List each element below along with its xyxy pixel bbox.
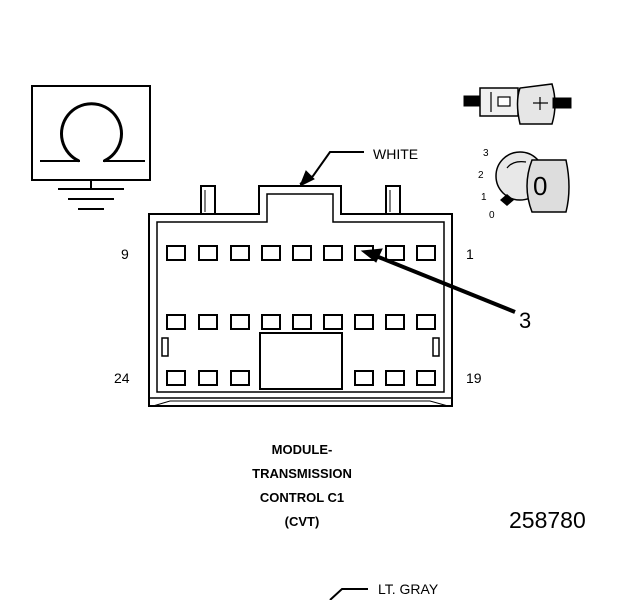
cavity [230, 370, 250, 386]
rotation-scale-0: 0 [489, 210, 495, 221]
cavity [198, 314, 218, 330]
cavity [230, 245, 250, 261]
cavity [198, 245, 218, 261]
caption-line-4: (CVT) [284, 514, 320, 529]
callout-leader [360, 248, 516, 314]
caption-line-2: TRANSMISSION [252, 466, 352, 481]
cavity [416, 370, 436, 386]
rotation-value: 0 [533, 171, 548, 201]
cavity [385, 370, 405, 386]
pin-label-1: 1 [466, 246, 474, 262]
cavity [323, 314, 343, 330]
pin-label-9: 9 [121, 246, 129, 262]
rotation-scale-3: 3 [483, 148, 489, 159]
cavity [261, 314, 281, 330]
cavity [230, 314, 250, 330]
cavity [292, 245, 312, 261]
cavity [292, 314, 312, 330]
cavity [354, 314, 374, 330]
connector-cavities [166, 245, 436, 386]
cavity [166, 245, 186, 261]
cavity [385, 245, 405, 261]
caption-line-3: CONTROL C1 [259, 490, 345, 505]
lt-gray-label: LT. GRAY [378, 581, 439, 597]
cavity [166, 370, 186, 386]
connector-side-view-icon [463, 83, 572, 125]
pin-label-24: 24 [114, 370, 130, 386]
cavity [198, 370, 218, 386]
cavity [166, 314, 186, 330]
figure-number: 258780 [509, 507, 586, 533]
cavity [416, 314, 436, 330]
connector-rotation-icon [495, 151, 570, 213]
rotation-scale-1: 1 [481, 192, 487, 203]
callout-number: 3 [519, 308, 532, 333]
white-leader [299, 151, 364, 188]
pin-label-19: 19 [466, 370, 482, 386]
cavity [323, 245, 343, 261]
cavity [385, 314, 405, 330]
white-label: WHITE [373, 146, 419, 162]
connector-body [148, 185, 453, 407]
cavity [416, 245, 436, 261]
ground-symbol-icon [31, 85, 151, 210]
caption-line-1: MODULE- [271, 442, 333, 457]
rotation-scale-2: 2 [478, 170, 484, 181]
cavity [354, 370, 374, 386]
cavity [261, 245, 281, 261]
lt-gray-leader [329, 588, 368, 600]
